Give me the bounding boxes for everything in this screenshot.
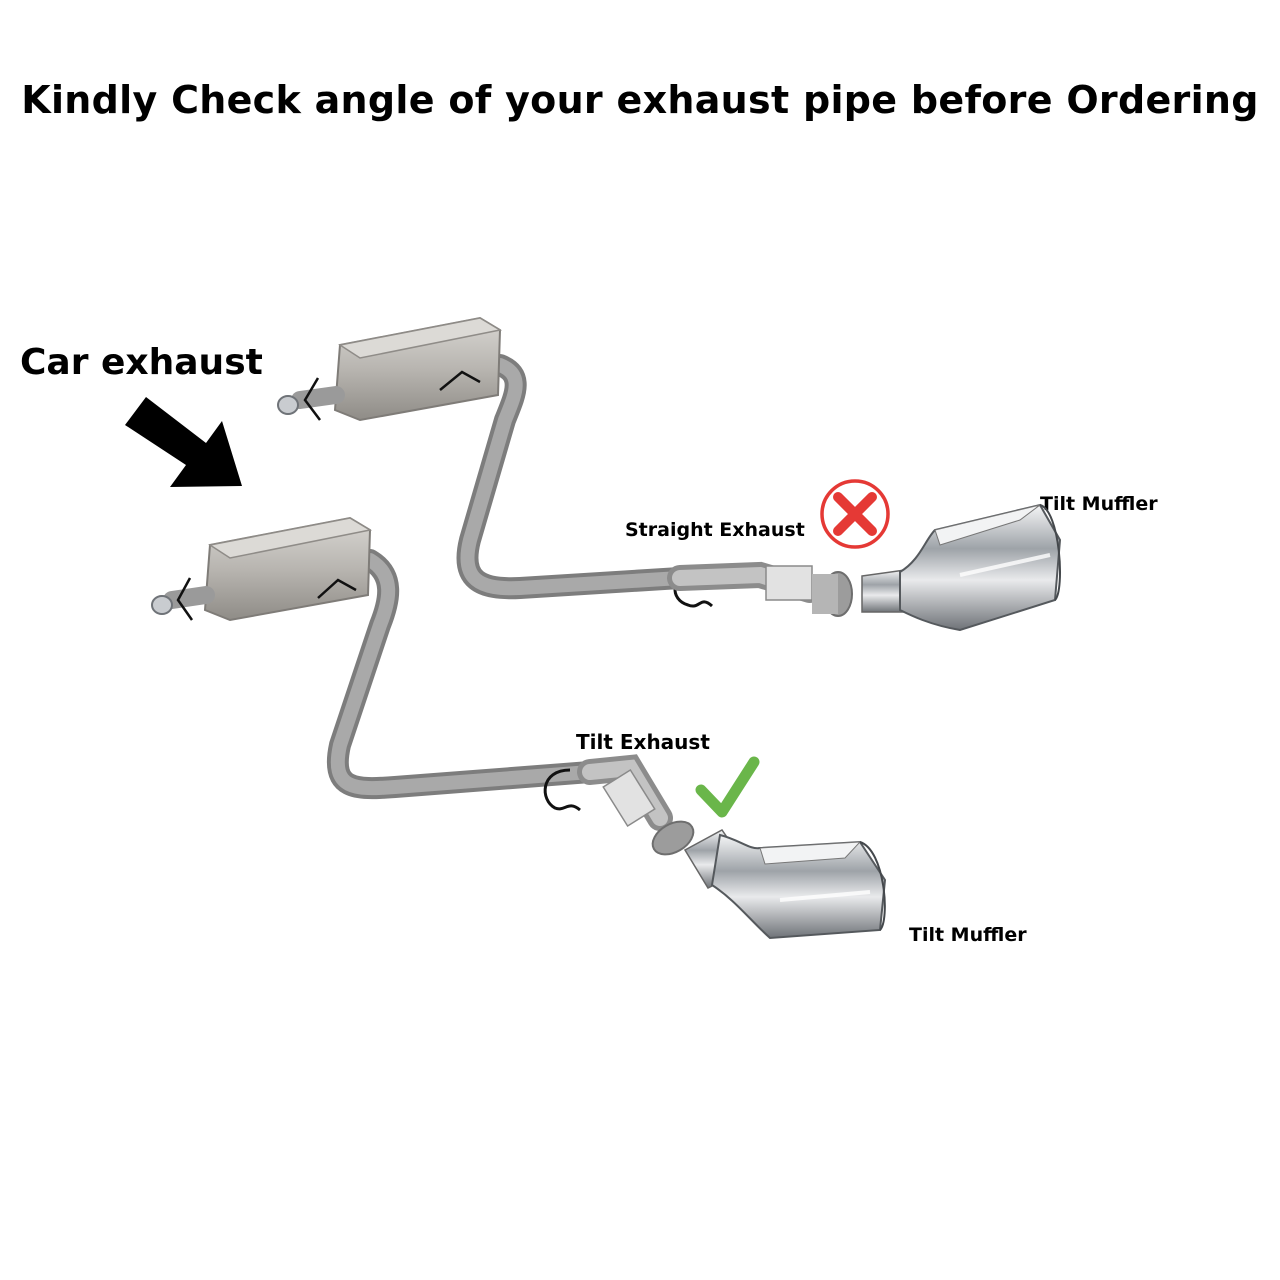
- tilt-muffler-bottom-label: Tilt Muffler: [909, 924, 1027, 946]
- lower-exhaust-assembly: [151, 516, 695, 856]
- cross-mark-icon: [820, 479, 890, 549]
- car-exhaust-label: Car exhaust: [20, 342, 263, 383]
- arrow-icon: [125, 397, 242, 487]
- check-mark-icon: [695, 756, 760, 818]
- tilt-exhaust-label: Tilt Exhaust: [576, 730, 710, 754]
- straight-exhaust-label: Straight Exhaust: [625, 519, 805, 541]
- tilt-muffler-bottom: [683, 829, 887, 940]
- tilt-muffler-top: [861, 503, 1062, 632]
- upper-exhaust-assembly: [277, 316, 853, 617]
- tilt-muffler-top-label: Tilt Muffler: [1040, 493, 1158, 515]
- page-title: Kindly Check angle of your exhaust pipe …: [21, 78, 1259, 122]
